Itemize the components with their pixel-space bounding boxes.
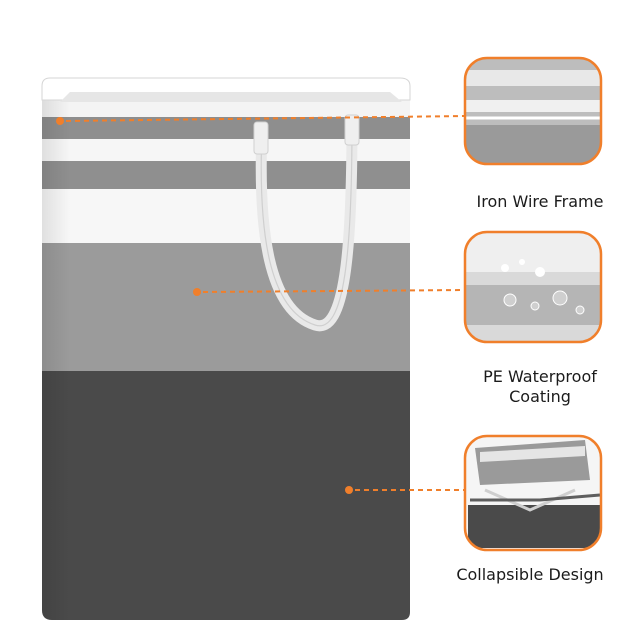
- feature-thumbnail-frame: [463, 56, 603, 166]
- feature-label-line1: PE Waterproof: [483, 367, 597, 386]
- feature-label-waterproof: PE Waterproof Coating: [440, 367, 640, 407]
- feature-thumbnail-waterproof: [463, 230, 603, 344]
- feature-label-collapsible: Collapsible Design: [430, 565, 630, 585]
- feature-label-text: Iron Wire Frame: [476, 192, 604, 211]
- hamper-body: [42, 78, 410, 620]
- callout-leaders: [56, 115, 466, 494]
- feature-thumbnail-collapsible: [463, 434, 603, 552]
- feature-label-frame: Iron Wire Frame: [440, 192, 640, 212]
- hamper-handle: [253, 114, 360, 332]
- feature-label-text: Collapsible Design: [456, 565, 604, 584]
- feature-label-line2: Coating: [509, 387, 571, 406]
- hamper-opening: [60, 92, 402, 102]
